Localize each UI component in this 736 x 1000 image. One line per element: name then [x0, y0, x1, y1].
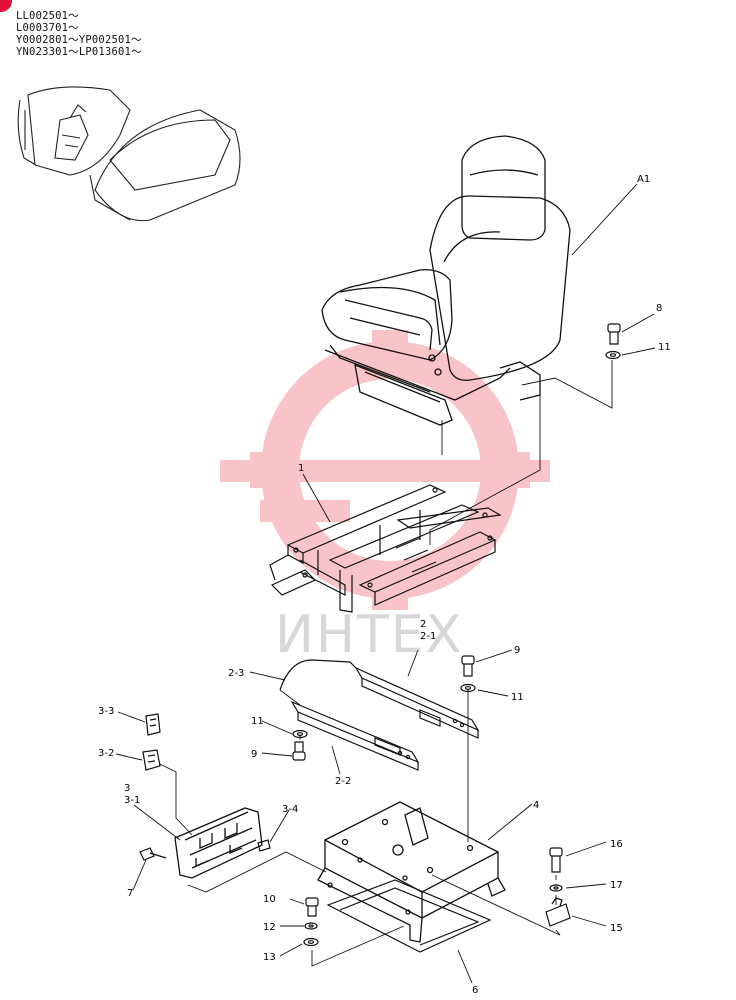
label-11-right: 11: [511, 692, 524, 703]
watermark-logo: [220, 330, 550, 610]
label-2: 2: [420, 619, 426, 630]
washer-part-12: [304, 922, 318, 930]
part-3-4: [257, 839, 271, 852]
label-7: 7: [127, 888, 133, 899]
bolt-part-10: [305, 897, 319, 917]
label-3: 3: [124, 783, 130, 794]
serial-number-1: LL002501～: [16, 10, 79, 22]
assembly-lines: [159, 360, 613, 967]
mat-part-6: [326, 879, 492, 953]
label-2-1: 2-1: [420, 631, 436, 642]
bolt-part-8: [607, 323, 621, 345]
label-9-right: 9: [514, 645, 520, 656]
label-2-2: 2-2: [335, 776, 351, 787]
label-12: 12: [263, 922, 276, 933]
label-1: 1: [298, 463, 304, 474]
part-3-3-clip: [145, 713, 161, 736]
label-2-3: 2-3: [228, 668, 244, 679]
label-a1: A1: [637, 174, 650, 185]
label-3-3: 3-3: [98, 706, 114, 717]
label-9-left: 9: [251, 749, 257, 760]
label-6: 6: [472, 985, 478, 996]
label-15: 15: [610, 923, 623, 934]
machine-overview-sketch: [17, 86, 241, 222]
part-3-2-knob: [142, 749, 161, 771]
bracket-part-15: [545, 897, 571, 927]
plate-part-3-1: [174, 807, 263, 879]
label-10: 10: [263, 894, 276, 905]
serial-number-3: Y0002801～YP002501～: [16, 34, 142, 46]
part-labels: A1 8 11 1 2 2-1 2-3 9 11 3-3 11 3-2 9 2-…: [98, 174, 671, 996]
label-11-top: 11: [658, 342, 671, 353]
bolt-part-7: [139, 847, 167, 861]
label-11-left: 11: [251, 716, 264, 727]
label-3-1: 3-1: [124, 795, 140, 806]
label-4: 4: [533, 800, 539, 811]
washer-part-17: [549, 884, 563, 892]
serial-number-2: L0003701～: [16, 22, 79, 34]
bolt-part-16: [549, 847, 563, 873]
watermark-text: ИНТЕХ: [275, 605, 464, 665]
washer-part-13: [303, 937, 319, 947]
label-8: 8: [656, 303, 662, 314]
slide-rail-part-2: [279, 659, 480, 771]
slide-bracket-part-1: [269, 484, 502, 613]
label-13: 13: [263, 952, 276, 963]
seat-assembly-a1: [321, 135, 571, 426]
leader-lines: [115, 183, 656, 984]
label-16: 16: [610, 839, 623, 850]
washer-part-11-top: [605, 350, 621, 360]
bolt-part-9-left: [292, 741, 306, 761]
serial-number-4: YN023301～LP013601～: [16, 46, 142, 58]
label-3-4: 3-4: [282, 804, 298, 815]
bolt-part-9-right: [461, 655, 475, 677]
label-3-2: 3-2: [98, 748, 114, 759]
label-17: 17: [610, 880, 623, 891]
base-plate-part-4: [317, 801, 506, 943]
